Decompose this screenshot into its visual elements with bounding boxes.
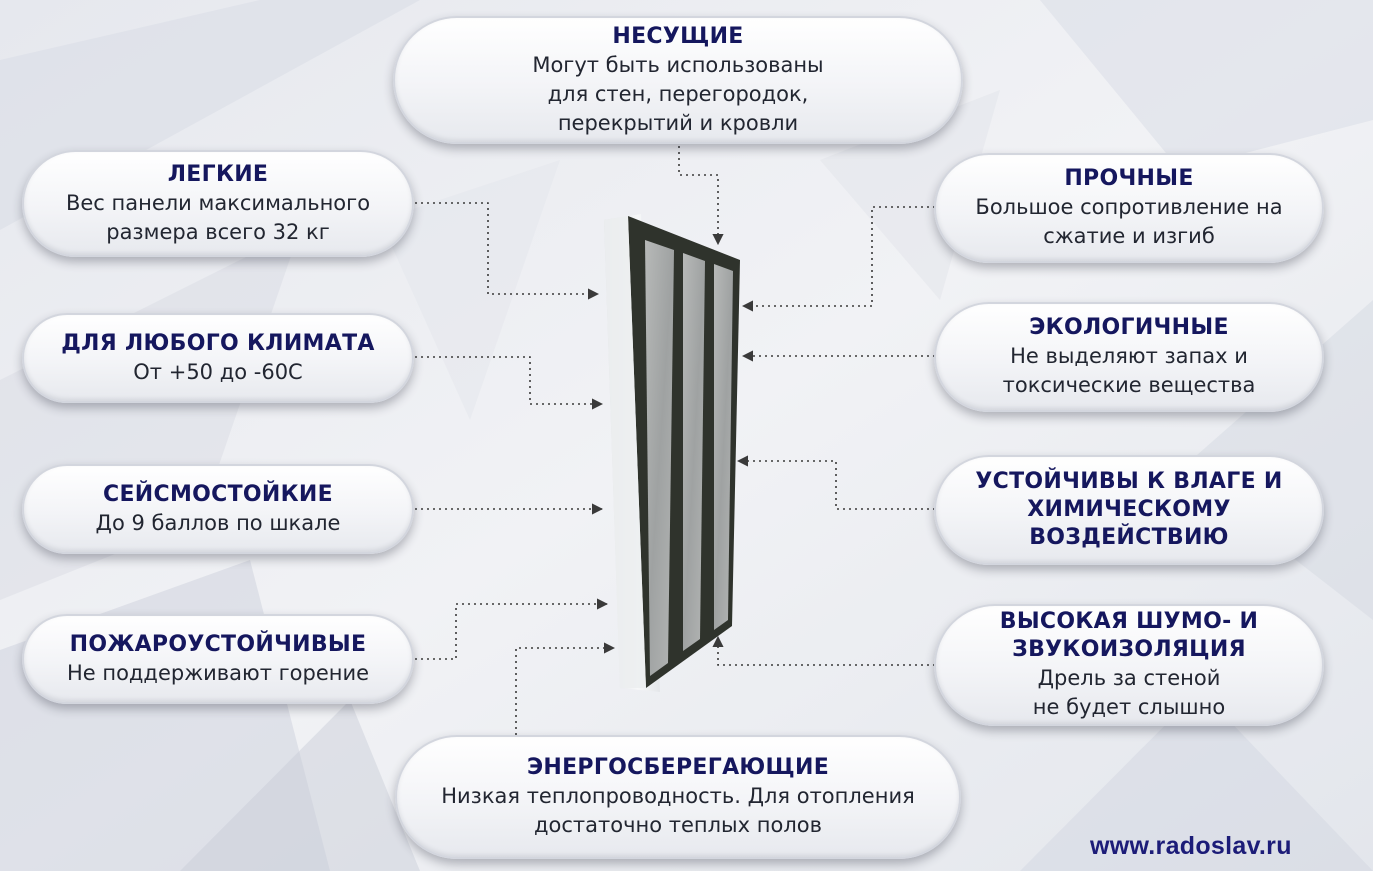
feature-energy-desc-2: достаточно теплых полов — [534, 813, 822, 837]
feature-moisture-title-1: УСТОЙЧИВЫ К ВЛАГЕ И — [975, 469, 1283, 494]
feature-climate: ДЛЯ ЛЮБОГО КЛИМАТА От +50 до -60С — [22, 313, 414, 403]
feature-climate-desc-1: От +50 до -60С — [133, 359, 303, 384]
feature-seismic: СЕЙСМОСТОЙКИЕ До 9 баллов по шкале — [22, 464, 414, 554]
feature-light-desc-2: размера всего 32 кг — [106, 219, 330, 244]
feature-bearing-desc-2: для стен, перегородок, — [547, 81, 809, 106]
feature-energy: ЭНЕРГОСБЕРЕГАЮЩИЕ Низкая теплопроводност… — [395, 735, 961, 859]
connector-moisture — [736, 455, 935, 510]
wall-panel-illustration — [604, 214, 740, 692]
feature-seismic-title: СЕЙСМОСТОЙКИЕ — [103, 481, 333, 507]
feature-fire: ПОЖАРОУСТОЙЧИВЫЕ Не поддерживают горение — [22, 614, 414, 704]
feature-strong: ПРОЧНЫЕ Большое сопротивление на сжатие … — [934, 153, 1324, 263]
connector-energy — [515, 642, 616, 735]
feature-moisture-title-3: ВОЗДЕЙСТВИЮ — [1029, 525, 1229, 550]
connector-fire — [415, 598, 609, 660]
feature-moisture-title-2: ХИМИЧЕСКОМУ — [1027, 497, 1231, 522]
feature-bearing: НЕСУЩИЕ Могут быть использованы для стен… — [393, 16, 963, 144]
feature-strong-desc-1: Большое сопротивление на — [975, 195, 1283, 219]
feature-sound-desc-1: Дрель за стеной — [1037, 666, 1221, 690]
feature-strong-title: ПРОЧНЫЕ — [1064, 166, 1194, 191]
feature-eco: ЭКОЛОГИЧНЫЕ Не выделяют запах и токсичес… — [934, 302, 1324, 412]
website-url[interactable]: www.radoslav.ru — [1090, 832, 1292, 860]
connector-light — [415, 202, 600, 300]
feature-bearing-desc-3: перекрытий и кровли — [557, 110, 799, 135]
connector-bearing — [678, 146, 724, 246]
feature-sound-desc-2: не будет слышно — [1032, 695, 1226, 719]
feature-bearing-title: НЕСУЩИЕ — [612, 23, 744, 49]
feature-light-desc-1: Вес панели максимального — [65, 190, 371, 215]
feature-strong-desc-2: сжатие и изгиб — [1043, 224, 1215, 248]
feature-eco-desc-2: токсические вещества — [1002, 373, 1256, 397]
feature-sound-title-1: ВЫСОКАЯ ШУМО- И — [999, 609, 1259, 634]
connector-sound — [712, 635, 935, 666]
connector-climate — [415, 356, 604, 410]
feature-eco-desc-1: Не выделяют запах и — [1010, 344, 1248, 368]
feature-energy-desc-1: Низкая теплопроводность. Для отопления — [441, 784, 915, 808]
connector-strong — [741, 206, 935, 312]
feature-energy-title: ЭНЕРГОСБЕРЕГАЮЩИЕ — [526, 755, 830, 780]
feature-sound-title-2: ЗВУКОИЗОЛЯЦИЯ — [1012, 637, 1246, 662]
feature-fire-title: ПОЖАРОУСТОЙЧИВЫЕ — [69, 631, 367, 657]
feature-light: ЛЕГКИЕ Вес панели максимального размера … — [22, 150, 414, 257]
feature-moisture: УСТОЙЧИВЫ К ВЛАГЕ И ХИМИЧЕСКОМУ ВОЗДЕЙСТ… — [934, 455, 1324, 565]
feature-sound: ВЫСОКАЯ ШУМО- И ЗВУКОИЗОЛЯЦИЯ Дрель за с… — [934, 604, 1324, 726]
feature-eco-title: ЭКОЛОГИЧНЫЕ — [1029, 315, 1229, 340]
feature-climate-title: ДЛЯ ЛЮБОГО КЛИМАТА — [61, 330, 375, 356]
feature-light-title: ЛЕГКИЕ — [167, 161, 269, 187]
feature-bearing-desc-1: Могут быть использованы — [532, 52, 824, 77]
feature-fire-desc-1: Не поддерживают горение — [66, 660, 370, 685]
feature-seismic-desc-1: До 9 баллов по шкале — [95, 510, 341, 535]
